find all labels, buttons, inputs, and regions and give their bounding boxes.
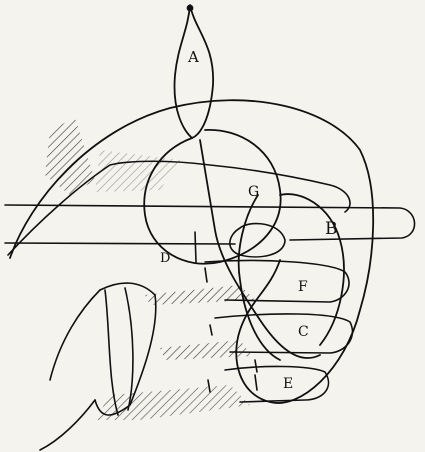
label-e: E	[283, 376, 293, 392]
label-d: D	[160, 251, 170, 266]
label-b: B	[325, 219, 338, 239]
figure-labels: A B G D F C E	[160, 48, 338, 392]
label-c: C	[298, 324, 309, 340]
label-a: A	[187, 48, 199, 66]
hatched-shading	[45, 118, 255, 420]
label-f: F	[298, 279, 308, 295]
label-g: G	[248, 184, 259, 200]
